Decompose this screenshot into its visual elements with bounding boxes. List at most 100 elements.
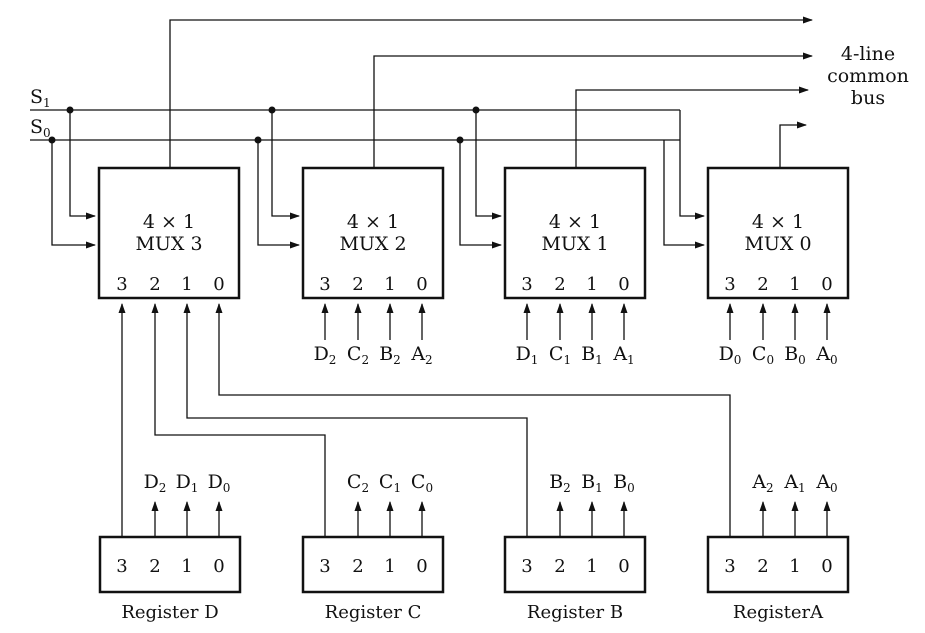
mux-3-pin-0: 0 [213, 274, 224, 295]
junction-dot [254, 136, 262, 144]
register-c-bit-3: 3 [319, 556, 330, 577]
register-a-output-label: A1 [783, 471, 805, 495]
mux-input-arrows: D2 C2 B2 A2 D1 C1 B1 A1 D0 C0 B0 A0 [314, 303, 838, 367]
register-d: 3 2 1 0 D2 D1 D0 Register D [98, 471, 242, 623]
mux-2-pin-2: 2 [352, 274, 363, 295]
mux-1-type: 4 × 1 [549, 211, 601, 233]
bus-line-0 [779, 121, 807, 168]
mux-2-type: 4 × 1 [347, 211, 399, 233]
select-line-s1-label: S1 [30, 86, 51, 110]
junction-dot [66, 106, 74, 114]
registers: 3 2 1 0 D2 D1 D0 Register D 3 2 1 0 C2 C… [98, 471, 850, 623]
register-b-output-label: B1 [581, 471, 603, 495]
register-d-output-label: D1 [176, 471, 199, 495]
mux-3-pin-3: 3 [116, 274, 127, 295]
mux-1-pin-1: 1 [586, 274, 597, 295]
register-c-bit3-wire [151, 303, 326, 537]
register-d-bit-3: 3 [116, 556, 127, 577]
register-a-bit-1: 1 [789, 556, 800, 577]
register-a-output-label: A0 [815, 471, 837, 495]
register-d-box [98, 535, 242, 594]
mux-1-input-label: A1 [612, 343, 634, 367]
mux-0-type: 4 × 1 [752, 211, 804, 233]
mux-2: 4 × 1 MUX 2 3 2 1 0 [301, 166, 445, 300]
mux-2-input-label: D2 [314, 343, 337, 367]
select-wiring [30, 109, 680, 141]
mux-0-pin-0: 0 [821, 274, 832, 295]
mux-0-input-label: B0 [784, 343, 806, 367]
register-b-output-label: B2 [549, 471, 571, 495]
register-c-output-label: C0 [411, 471, 433, 495]
mux-3-name: MUX 3 [135, 233, 202, 255]
register-b-caption: Register B [527, 602, 623, 623]
mux-0-input-label: D0 [719, 343, 742, 367]
register-b-bit-2: 2 [554, 556, 565, 577]
register-a-output-label: A2 [751, 471, 773, 495]
mux-0-input-label: C0 [752, 343, 774, 367]
select-taps [48, 106, 705, 249]
multiplexers: 4 × 1 MUX 3 3 2 1 0 4 × 1 MUX 2 3 2 1 0 … [97, 166, 850, 300]
register-d-output-label: D2 [144, 471, 167, 495]
mux-0-pin-2: 2 [757, 274, 768, 295]
mux-2-input-label: A2 [410, 343, 432, 367]
register-c-bit-0: 0 [416, 556, 427, 577]
mux-0-s0-tap [663, 140, 705, 249]
mux-0-box [706, 166, 850, 300]
mux-2-pin-0: 0 [416, 274, 427, 295]
bus-label-line-3: bus [851, 87, 885, 109]
register-b-bit-0: 0 [618, 556, 629, 577]
mux-0-input-label: A0 [815, 343, 837, 367]
register-d-caption: Register D [121, 602, 218, 623]
select-line-s0-label: S0 [30, 116, 51, 140]
register-c-output-label: C2 [347, 471, 369, 495]
mux-0: 4 × 1 MUX 0 3 2 1 0 [706, 166, 850, 300]
mux-1-input-label: D1 [516, 343, 539, 367]
register-a-bit3-wire [215, 303, 731, 537]
mux-1: 4 × 1 MUX 1 3 2 1 0 [503, 166, 647, 300]
mux-2-pin-3: 3 [319, 274, 330, 295]
mux-3: 4 × 1 MUX 3 3 2 1 0 [97, 166, 241, 300]
register-c-box [301, 535, 445, 594]
mux-0-pin-1: 1 [789, 274, 800, 295]
mux-2-name: MUX 2 [339, 233, 406, 255]
mux-1-input-label: B1 [581, 343, 603, 367]
register-d-bit-1: 1 [181, 556, 192, 577]
register-bit3-wiring [118, 303, 731, 537]
mux-1-pin-2: 2 [554, 274, 565, 295]
register-b-bit-3: 3 [521, 556, 532, 577]
mux-2-input-label: B2 [379, 343, 401, 367]
mux-1-pin-3: 3 [521, 274, 532, 295]
register-d-bit-2: 2 [149, 556, 160, 577]
mux-0-s1-tap [679, 110, 705, 220]
register-a: 3 2 1 0 A2 A1 A0 RegisterA [706, 471, 850, 623]
mux-2-s1-tap [271, 110, 300, 220]
bus-label-line-2: common [827, 65, 909, 87]
register-a-bit-2: 2 [757, 556, 768, 577]
mux-3-s0-tap [51, 140, 96, 249]
mux-1-input-label: C1 [549, 343, 571, 367]
mux-2-pin-1: 1 [384, 274, 395, 295]
bus-lines [169, 16, 813, 168]
register-c-output-label: C1 [379, 471, 401, 495]
mux-3-pin-1: 1 [181, 274, 192, 295]
mux-1-name: MUX 1 [541, 233, 608, 255]
bus-line-2 [373, 52, 813, 168]
junction-dot [268, 106, 276, 114]
register-a-bit-3: 3 [724, 556, 735, 577]
mux-2-box [301, 166, 445, 300]
register-a-bit-0: 0 [821, 556, 832, 577]
register-c: 3 2 1 0 C2 C1 C0 Register C [301, 471, 445, 623]
mux-2-input-label: C2 [347, 343, 369, 367]
register-a-caption: RegisterA [733, 602, 824, 623]
mux-3-box [97, 166, 241, 300]
bus-label-line-1: 4-line [841, 43, 895, 65]
mux-2-s0-tap [257, 140, 300, 249]
register-d-output-label: D0 [208, 471, 231, 495]
register-c-caption: Register C [325, 602, 422, 623]
mux-0-name: MUX 0 [744, 233, 811, 255]
register-b-box [503, 535, 647, 594]
bus-label: 4-line common bus [827, 43, 909, 109]
register-d-bit-0: 0 [213, 556, 224, 577]
junction-dot [456, 136, 464, 144]
